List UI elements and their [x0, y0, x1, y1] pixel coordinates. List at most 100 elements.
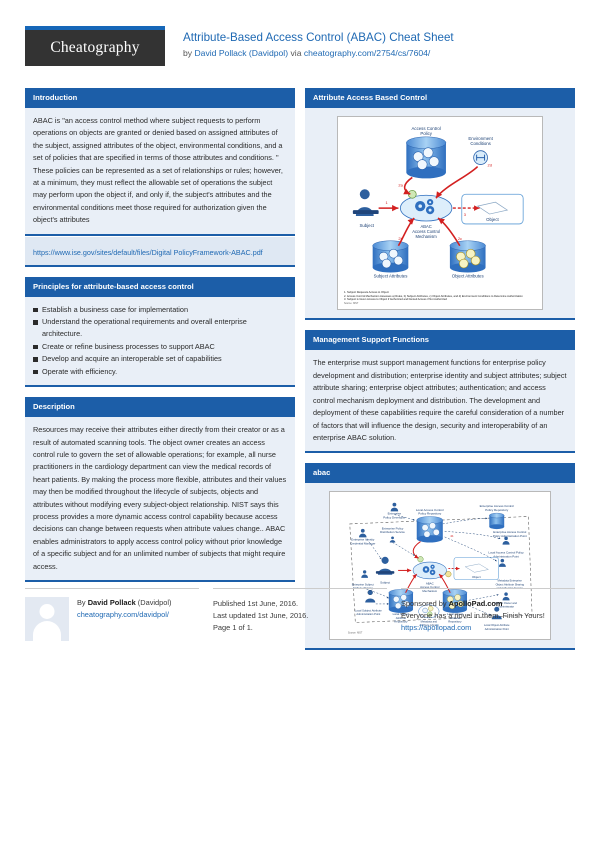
svg-text:Object Owner and: Object Owner and — [495, 601, 517, 605]
card-abac: abac — [305, 463, 575, 650]
page-footer: By David Pollack (Davidpol) cheatography… — [25, 588, 575, 641]
principles-list: Establish a business case for implementa… — [33, 304, 287, 378]
svg-text:Enterprise Identity: Enterprise Identity — [351, 538, 375, 542]
svg-text:Local Access Control Policy: Local Access Control Policy — [488, 551, 524, 555]
svg-text:Subject: Subject — [380, 581, 390, 585]
author-link[interactable]: David Pollack (Davidpol) — [194, 48, 289, 58]
svg-text:Administrator: Administrator — [498, 605, 514, 609]
card-management-body: The enterprise must support management f… — [305, 350, 575, 454]
description-paragraph-1: Resources may receive their attributes e… — [33, 425, 287, 571]
svg-text:ABAC: ABAC — [420, 224, 431, 229]
svg-text:2c: 2c — [458, 236, 462, 241]
svg-text:Repository: Repository — [448, 620, 462, 624]
footer-sponsor-link[interactable]: https://apollopad.com — [401, 623, 472, 632]
svg-text:Enterprise: Enterprise — [388, 512, 402, 516]
diagram-source: Source: NIST — [344, 302, 359, 306]
caption-line: 3. Subject is Given Access to Object if … — [344, 298, 447, 302]
card-abac-heading: abac — [305, 463, 575, 484]
page-header: Cheatography Attribute-Based Access Cont… — [25, 26, 575, 72]
svg-text:Mechanism: Mechanism — [422, 589, 437, 593]
svg-text:Conditions: Conditions — [470, 141, 491, 146]
card-principles-body: Establish a business case for implementa… — [25, 296, 295, 388]
list-item: Understand the operational requirements … — [33, 316, 287, 341]
card-description: Description Resources may receive their … — [25, 397, 295, 582]
svg-text:ABAC: ABAC — [426, 582, 434, 586]
card-description-heading: Description — [25, 397, 295, 418]
svg-text:Access Control: Access Control — [412, 126, 441, 131]
svg-text:Environment: Environment — [468, 136, 493, 141]
svg-text:Credential Manager: Credential Manager — [350, 542, 375, 546]
svg-text:Policy Repository: Policy Repository — [418, 512, 441, 516]
svg-text:Local Subject: Local Subject — [393, 612, 410, 616]
avatar-head — [39, 604, 55, 619]
introduction-link-row: https://www.ise.gov/sites/default/files/… — [25, 235, 295, 265]
svg-text:Policy Developer: Policy Developer — [383, 516, 405, 520]
card-description-body: Resources may receive their attributes e… — [25, 417, 295, 582]
svg-text:Access Control: Access Control — [412, 229, 440, 234]
svg-text:4b: 4b — [450, 534, 454, 538]
byline-via: via — [288, 48, 304, 58]
abac-core-diagram: Access Control Policy — [341, 121, 539, 289]
abac-core-diagram-caption: 1. Subject Requests Access to Object 2. … — [341, 289, 539, 306]
svg-text:Subject Attributes: Subject Attributes — [374, 273, 409, 278]
footer-author-handle: (Davidpol) — [135, 598, 172, 607]
footer-profile-link[interactable]: cheatography.com/davidpol/ — [77, 610, 169, 619]
intro-paragraph-1: ABAC is "an access control method where … — [33, 116, 283, 163]
caption-line: 1. Subject Requests Access to Object — [344, 291, 389, 295]
footer-author-name: David Pollack — [87, 598, 136, 607]
card-management: Management Support Functions The enterpr… — [305, 330, 575, 454]
intro-paragraph-2: These policies can be represented as a s… — [33, 165, 283, 225]
svg-text:Local Subject Attribute: Local Subject Attribute — [355, 609, 382, 613]
logo-text: Cheatography — [50, 39, 140, 56]
footer-author-line: By David Pollack (Davidpol) — [77, 597, 171, 609]
svg-text:Attribute Library: Attribute Library — [419, 624, 439, 628]
ise-pdf-link[interactable]: https://www.ise.gov/sites/default/files/… — [33, 247, 263, 257]
list-item: Create or refine business processes to s… — [33, 341, 287, 353]
list-item: Develop and acquire an interoperable set… — [33, 353, 287, 365]
svg-text:Repository: Repository — [394, 620, 408, 624]
svg-text:2b: 2b — [398, 236, 403, 241]
svg-text:Object Attribute Sharing: Object Attribute Sharing — [496, 583, 525, 587]
svg-text:Local Object: Local Object — [447, 612, 463, 616]
source-link[interactable]: cheatography.com/2754/cs/7604/ — [303, 48, 431, 58]
management-paragraph-1: The enterprise must support management f… — [313, 358, 567, 442]
svg-text:Administration Point: Administration Point — [485, 627, 509, 631]
svg-text:Enterprise Access Control: Enterprise Access Control — [480, 504, 514, 508]
footer-sponsor-name: ApolloPad.com — [448, 599, 503, 608]
cheatography-logo[interactable]: Cheatography — [25, 26, 165, 66]
svg-text:Administration Point: Administration Point — [356, 612, 380, 616]
svg-text:Mechanism: Mechanism — [416, 234, 438, 239]
svg-text:Metadata and: Metadata and — [421, 620, 438, 624]
svg-text:Enterprise Subject: Enterprise Subject — [352, 583, 374, 587]
page-byline: by David Pollack (Davidpol) via cheatogr… — [183, 47, 454, 60]
page-title: Attribute-Based Access Control (ABAC) Ch… — [183, 31, 454, 44]
svg-text:Object Attributes: Object Attributes — [452, 273, 485, 278]
abac-enterprise-diagram: Local Access Control Policy Repository — [333, 496, 547, 636]
svg-text:2a: 2a — [398, 182, 403, 187]
footer-divider — [401, 588, 575, 589]
card-introduction-heading: Introduction — [25, 88, 295, 108]
svg-text:Local Object Attribute: Local Object Attribute — [484, 624, 510, 628]
svg-text:Distribution Service: Distribution Service — [380, 531, 405, 535]
content-columns: Introduction ABAC is "an access control … — [25, 88, 575, 660]
footer-sponsor-prefix: Sponsored by — [401, 599, 449, 608]
card-principles: Principles for attribute-based access co… — [25, 276, 295, 388]
left-column: Introduction ABAC is "an access control … — [25, 88, 295, 660]
footer-divider — [25, 588, 199, 589]
list-item: Operate with efficiency. — [33, 366, 287, 378]
footer-sponsor-column: Sponsored by ApolloPad.com Everyone has … — [401, 588, 575, 641]
svg-text:Source: NIST: Source: NIST — [348, 632, 363, 635]
svg-text:Policy Repository: Policy Repository — [485, 508, 508, 512]
footer-sponsor-tagline: Everyone has a novel in them. Finish You… — [401, 611, 545, 620]
card-abac-control: Attribute Access Based Control — [305, 88, 575, 321]
abac-diagram-panel: Local Access Control Policy Repository — [305, 483, 575, 650]
abac-control-diagram-frame: Access Control Policy — [337, 116, 543, 311]
svg-text:Metadata Enterprise: Metadata Enterprise — [498, 579, 523, 583]
svg-text:Enterprise Access Control: Enterprise Access Control — [493, 531, 526, 535]
footer-divider — [213, 588, 387, 589]
card-management-heading: Management Support Functions — [305, 330, 575, 351]
card-introduction: Introduction ABAC is "an access control … — [25, 88, 295, 267]
svg-text:Attribute: Attribute — [396, 616, 407, 620]
card-introduction-underline — [25, 264, 295, 267]
